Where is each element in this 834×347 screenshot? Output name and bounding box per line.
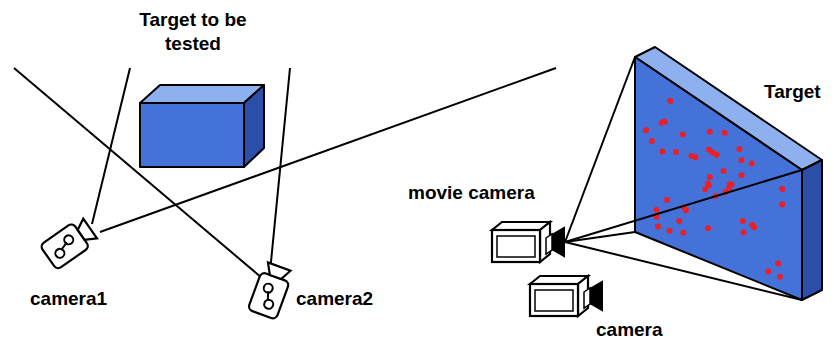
target-dot bbox=[643, 127, 649, 133]
caption-label: movie camera bbox=[408, 181, 535, 205]
target-dot bbox=[722, 130, 728, 136]
target-dot bbox=[765, 269, 771, 275]
target-dot bbox=[739, 172, 745, 178]
target-dot bbox=[664, 197, 670, 203]
target-dot bbox=[705, 181, 711, 187]
target-dot bbox=[741, 229, 747, 235]
target-dot bbox=[779, 186, 785, 192]
target-dot bbox=[659, 149, 665, 155]
target-dot bbox=[667, 228, 673, 234]
target-dot bbox=[740, 218, 746, 224]
target-dot bbox=[749, 222, 755, 228]
target-dot bbox=[779, 201, 785, 207]
sight-lines bbox=[14, 68, 556, 278]
camera-icon bbox=[248, 261, 294, 319]
target-dot bbox=[736, 146, 742, 152]
target-dot bbox=[662, 119, 668, 125]
target-dot bbox=[680, 230, 686, 236]
target-dot bbox=[689, 153, 695, 159]
target-dot bbox=[653, 207, 659, 213]
caption-label: Target bbox=[764, 80, 821, 104]
movie-camera-icon bbox=[492, 222, 564, 262]
target-dot bbox=[775, 260, 781, 266]
target-dot bbox=[707, 174, 713, 180]
target-dot bbox=[721, 168, 727, 174]
caption-label: camera1 bbox=[30, 287, 107, 311]
target-dot bbox=[673, 149, 679, 155]
target-dot bbox=[680, 132, 686, 138]
target-dot bbox=[707, 129, 713, 135]
caption-label: Target to be tested bbox=[118, 8, 268, 56]
target-dot bbox=[705, 225, 711, 231]
target-slab bbox=[635, 47, 822, 300]
target-dot bbox=[726, 185, 732, 191]
target-dot bbox=[667, 98, 673, 104]
target-dot bbox=[702, 186, 708, 192]
camera-icon bbox=[40, 216, 99, 270]
camera-icon bbox=[530, 276, 602, 316]
target-dots bbox=[643, 98, 785, 280]
target-dot bbox=[676, 218, 682, 224]
target-dot bbox=[777, 274, 783, 280]
target-box bbox=[140, 85, 264, 167]
target-dot bbox=[749, 160, 755, 166]
target-dot bbox=[655, 224, 661, 230]
target-dot bbox=[649, 138, 655, 144]
caption-label: camera bbox=[596, 318, 663, 342]
target-dot bbox=[710, 149, 716, 155]
target-dot bbox=[739, 157, 745, 163]
caption-label: camera2 bbox=[296, 287, 373, 311]
